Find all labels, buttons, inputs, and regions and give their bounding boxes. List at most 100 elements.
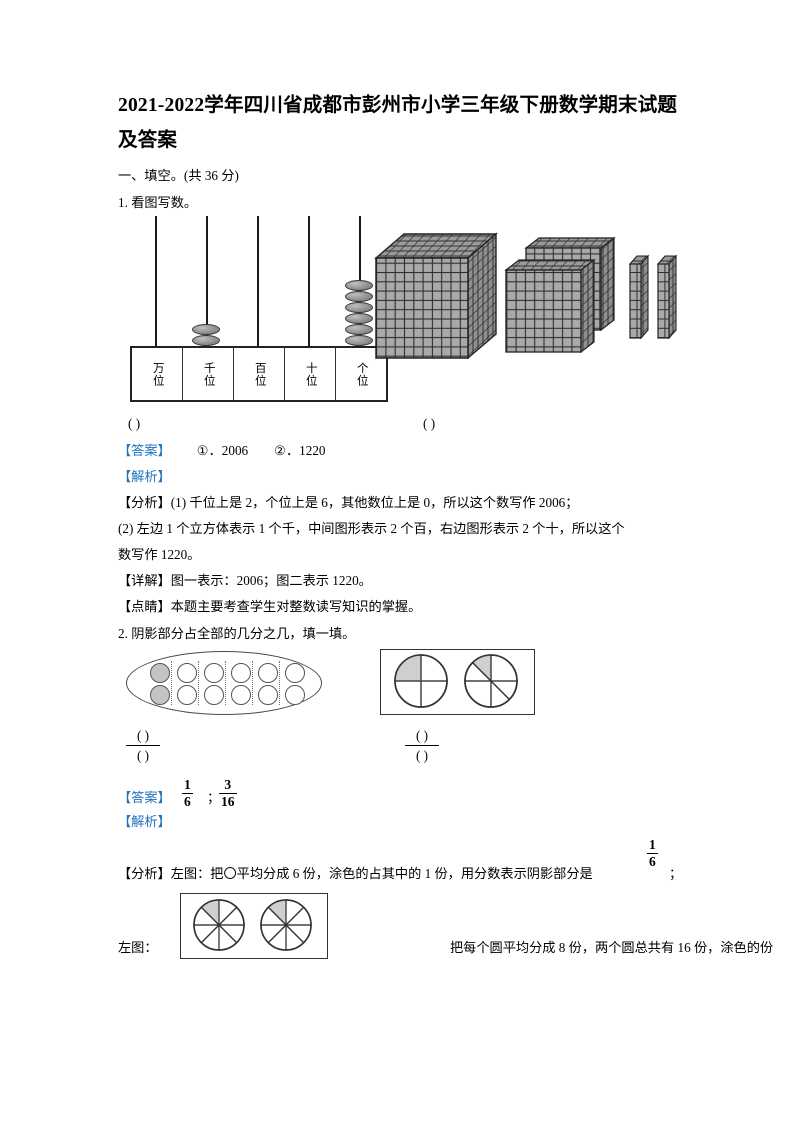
answer-item-2: ②．1220: [274, 443, 326, 458]
circle-item: [177, 685, 197, 705]
section-heading: 一、填空。(共 36 分): [118, 168, 239, 183]
fraction-bar: [182, 792, 193, 794]
abacus-place-label: 万位: [151, 361, 164, 387]
question-1-prompt: 1. 看图写数。: [118, 195, 198, 210]
answer-label: 【答案】: [118, 790, 171, 805]
fraction-blank-numerator[interactable]: ( ): [136, 728, 150, 743]
circle-item: [285, 663, 305, 683]
question-2-blanks: ( ) ( ) ( ) ( ): [118, 727, 690, 775]
abacus-place-cell-bai: 百位: [234, 348, 285, 400]
answer-blank-blocks[interactable]: ( ): [423, 416, 436, 431]
circle-item: [177, 663, 197, 683]
question-1-analysis-line-3: 数写作 1220。: [118, 547, 201, 562]
abacus-place-cell-wan: 万位: [132, 348, 183, 400]
bottom-two-circles-svg: [193, 899, 312, 951]
circle-item: [204, 663, 224, 683]
abacus-rod-shi: [308, 216, 310, 348]
fraction-blank-denominator[interactable]: ( ): [415, 748, 429, 763]
fraction-bar: [126, 745, 160, 746]
answer-blank-abacus[interactable]: ( ): [128, 416, 141, 431]
fraction-bar: [405, 745, 439, 746]
question-1-analysis-line-2: (2) 左边 1 个立方体表示 1 个千，中间图形表示 2 个百，右边图形表示 …: [118, 521, 625, 536]
question-1-insight-line: 【点睛】本题主要考查学生对整数读写知识的掌握。: [118, 599, 422, 614]
bottom-two-circles-figure: [180, 893, 328, 959]
abacus-place-cell-qian: 千位: [183, 348, 234, 400]
fraction-numerator: 3: [224, 777, 232, 792]
document-content: 2021-2022学年四川省成都市彭州市小学三年级下册数学期末试题及答案 一、填…: [118, 88, 773, 977]
circle-item-shaded: [150, 685, 170, 705]
circle-item: [204, 685, 224, 705]
bottom-pie-right-eighths: [260, 899, 312, 951]
page-title: 2021-2022学年四川省成都市彭州市小学三年级下册数学期末试题及答案: [118, 95, 678, 151]
circle-item: [231, 685, 251, 705]
ellipse-outline: [126, 651, 322, 715]
fraction-bar: [647, 852, 658, 854]
circle-item: [258, 685, 278, 705]
abacus-rod-bai: [257, 216, 259, 348]
fraction-numerator: 1: [184, 777, 191, 792]
group-divider: [171, 661, 172, 705]
analysis-fraction: 1 6: [647, 837, 658, 869]
circle-item-shaded: [150, 663, 170, 683]
circle-item: [231, 663, 251, 683]
abacus-figure: 万位 千位 百位 十位 个位: [130, 216, 392, 411]
abacus-place-label: 个位: [355, 361, 368, 387]
answer-item-1: ①．2006: [196, 443, 249, 458]
abacus-place-label: 十位: [304, 361, 317, 387]
two-circles-figure: [380, 649, 535, 715]
ten-rod-2: [656, 254, 678, 340]
pie-right-eighths: [464, 654, 518, 708]
fraction-blank-right[interactable]: ( ) ( ): [405, 727, 439, 764]
fraction-numerator: 1: [649, 837, 656, 852]
answer-fraction-1: 1 6: [182, 777, 193, 809]
two-circles-svg: [394, 654, 518, 708]
group-divider: [279, 661, 280, 705]
fraction-denominator: 6: [649, 854, 656, 869]
question-1-blanks: ( ) ( ): [118, 416, 690, 438]
question-2-analysis-line: 【分析】左图：把〇平均分成 6 份，涂色的占其中的 1 份，用分数表示阴影部分是…: [118, 835, 690, 891]
question-2-explain-label: 【解析】: [118, 814, 171, 829]
question-1-explain-label: 【解析】: [118, 469, 171, 484]
question-1-analysis-line-1: 【分析】(1) 千位上是 2，个位上是 6，其他数位上是 0，所以这个数写作 2…: [118, 495, 579, 510]
fraction-blank-numerator[interactable]: ( ): [415, 728, 429, 743]
fraction-blank-left[interactable]: ( ) ( ): [126, 727, 160, 764]
abacus-place-value-base: 万位 千位 百位 十位 个位: [130, 346, 388, 402]
question-1-figures: 万位 千位 百位 十位 个位: [118, 216, 690, 416]
answer-label: 【答案】: [118, 443, 171, 458]
question-1-detail-line: 【详解】图一表示：2006；图二表示 1220。: [118, 573, 372, 588]
question-2-answer-line: 【答案】 1 6 ； 3 16: [118, 775, 690, 809]
bottom-pie-left-eighths: [193, 899, 245, 951]
group-divider: [225, 661, 226, 705]
hundred-flat-front: [504, 258, 596, 354]
abacus-rod-qian: [206, 216, 208, 348]
fraction-bar: [219, 792, 237, 794]
question-2-prompt: 2. 阴影部分占全部的几分之几，填一填。: [118, 626, 356, 641]
fraction-denominator: 16: [221, 794, 235, 809]
analysis-trailing-mark: ；: [669, 866, 683, 881]
answer-separator: ；: [207, 790, 221, 805]
abacus-bead: [345, 335, 373, 346]
abacus-place-cell-shi: 十位: [285, 348, 336, 400]
group-divider: [198, 661, 199, 705]
pie-left-quarters: [394, 654, 448, 708]
fraction-denominator: 6: [184, 794, 191, 809]
abacus-place-label: 千位: [202, 361, 215, 387]
abacus-bead: [192, 324, 220, 335]
thousand-cube: [374, 232, 498, 360]
ellipse-circles-figure: [126, 647, 326, 719]
question-2-analysis-text: 【分析】左图：把〇平均分成 6 份，涂色的占其中的 1 份，用分数表示阴影部分是: [118, 866, 593, 881]
question-2-bottom-row: 左图：: [118, 891, 773, 977]
circle-item: [258, 663, 278, 683]
base-ten-blocks-figure: [358, 226, 688, 406]
abacus-place-label: 百位: [253, 361, 266, 387]
abacus-place-cell-ge: 个位: [336, 348, 386, 400]
bottom-tail-text: 把每个圆平均分成 8 份，两个圆总共有 16 份，涂色的份: [450, 940, 774, 955]
ten-rod-1: [628, 254, 650, 340]
bottom-lead-label: 左图：: [118, 940, 158, 955]
question-1-answer-line: 【答案】 ①．2006 ②．1220: [118, 438, 690, 464]
fraction-blank-denominator[interactable]: ( ): [136, 748, 150, 763]
question-2-figures: [118, 647, 690, 727]
group-divider: [252, 661, 253, 705]
base-ten-blocks-svg: [374, 232, 678, 360]
